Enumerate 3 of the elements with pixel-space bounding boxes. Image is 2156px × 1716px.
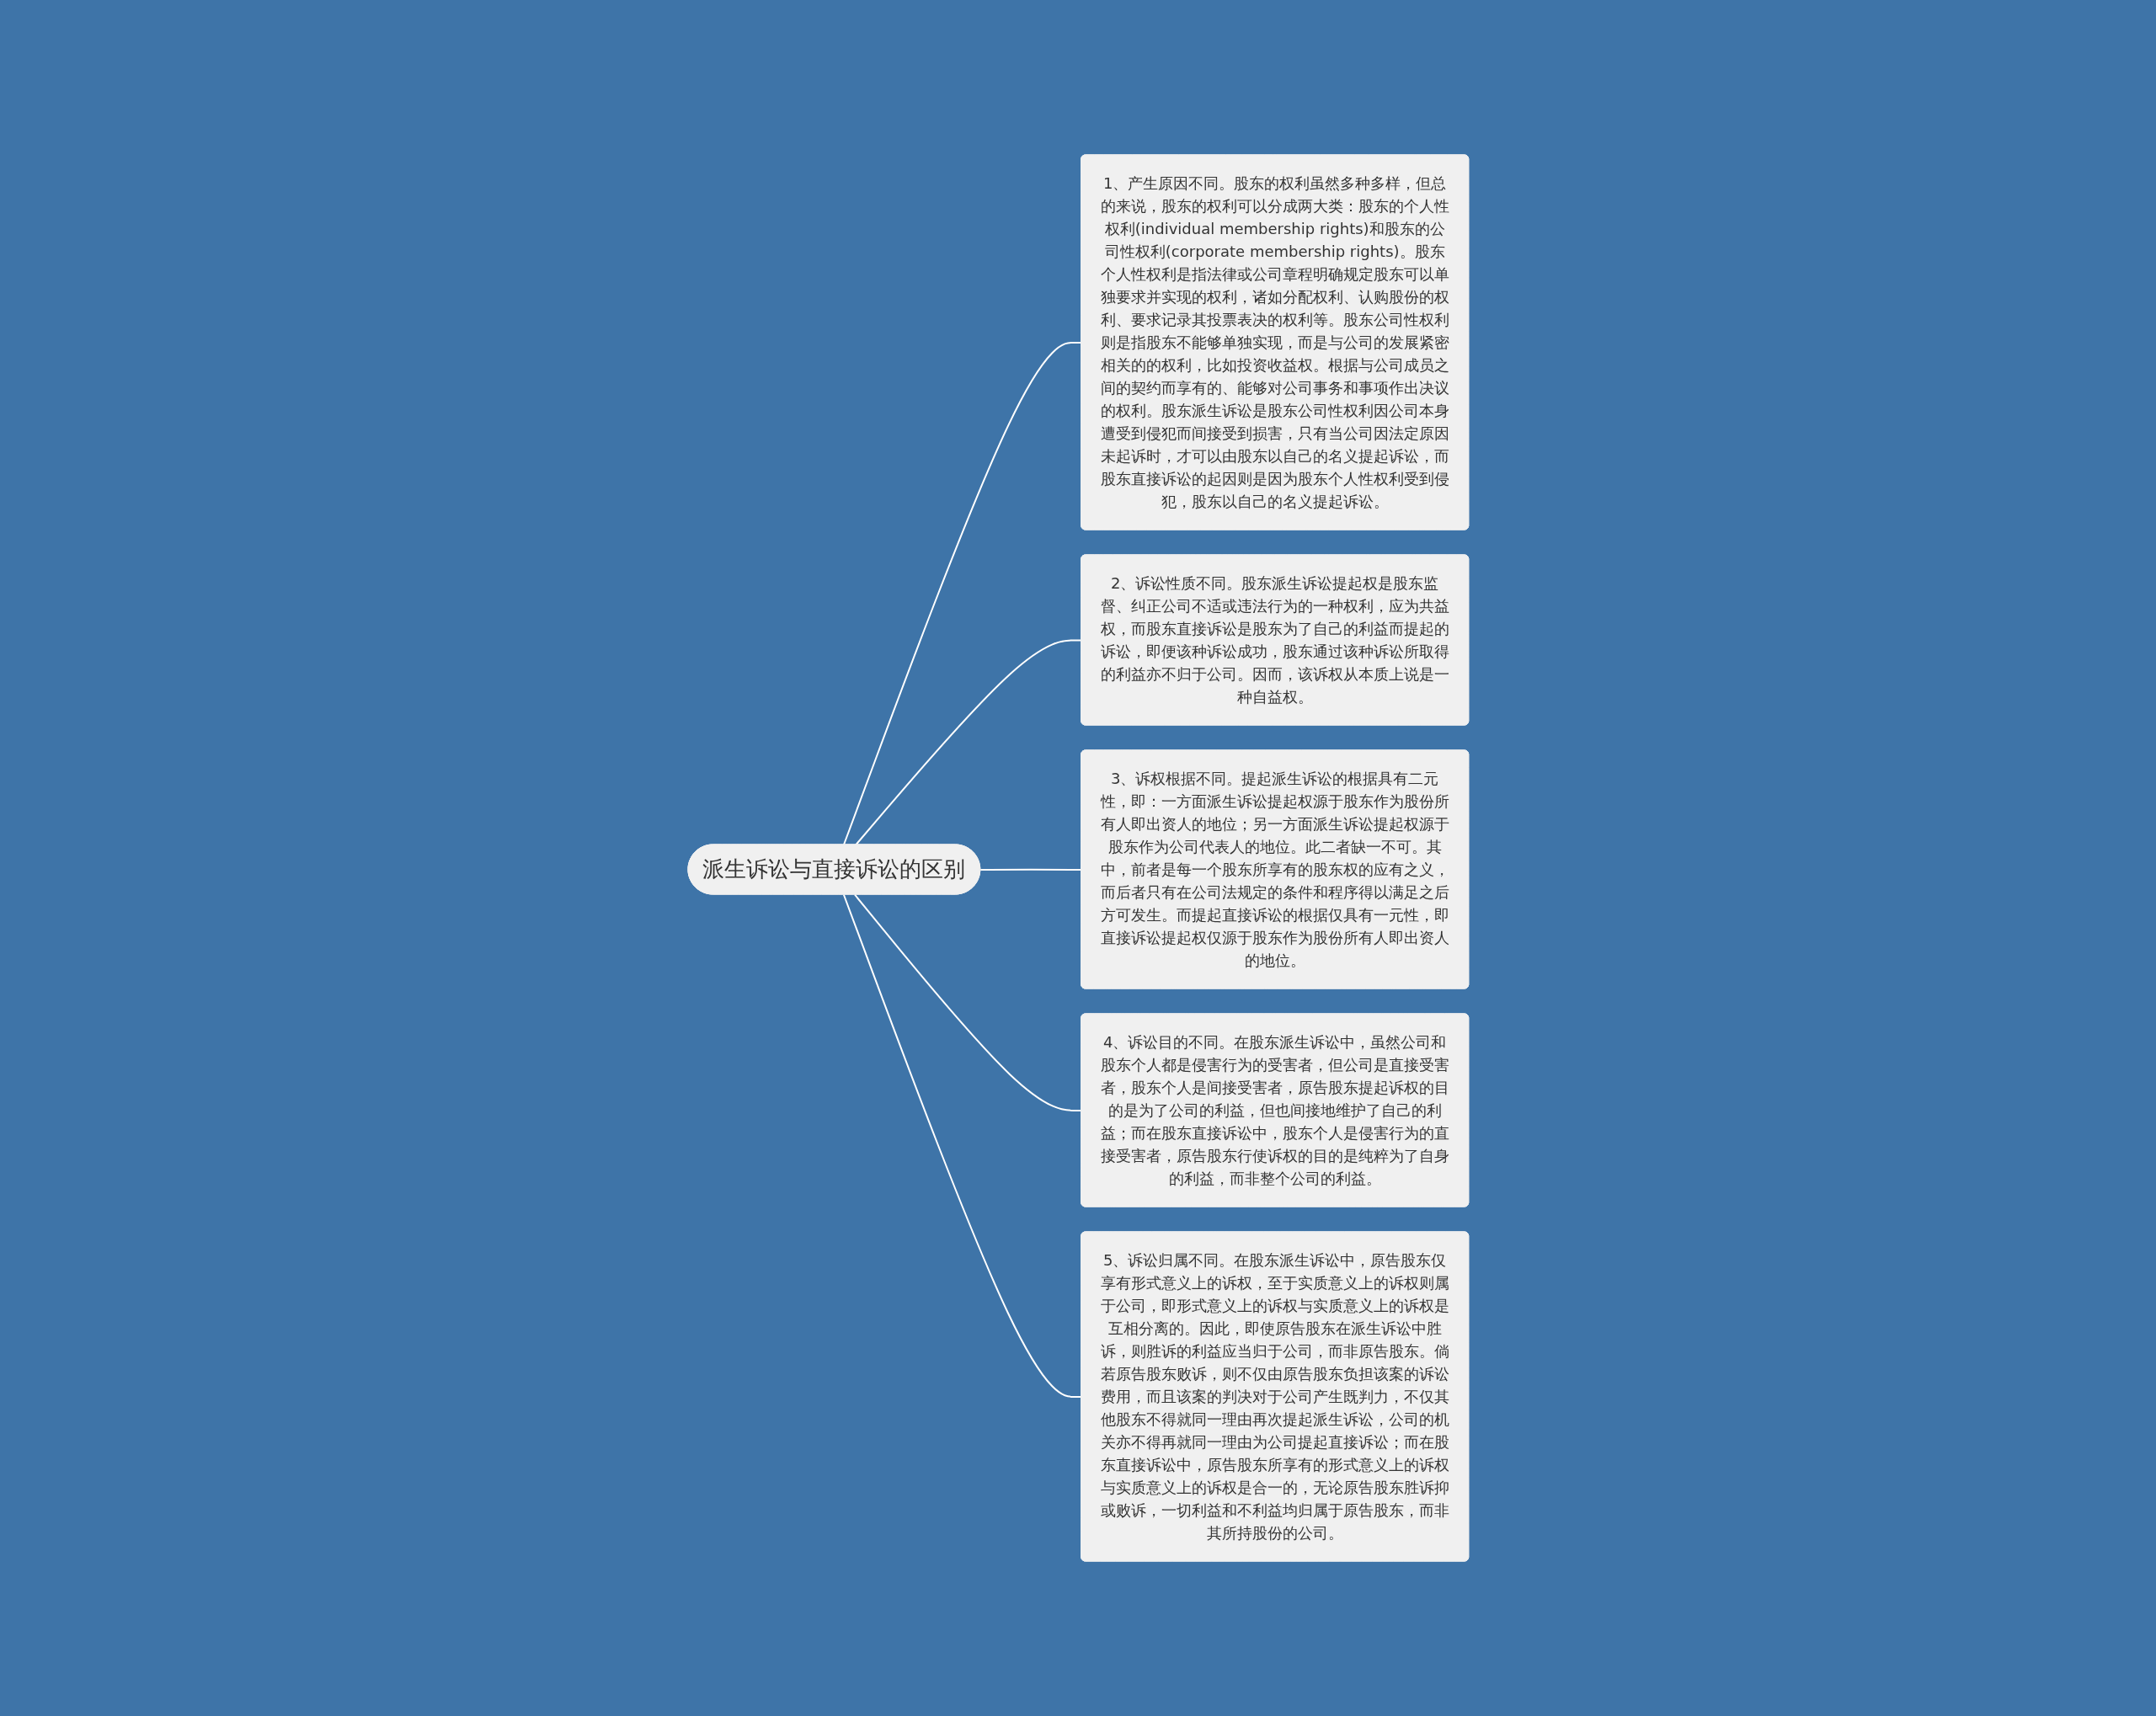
connector bbox=[842, 893, 1082, 1398]
connector bbox=[853, 893, 1082, 1111]
connector bbox=[979, 868, 1082, 871]
